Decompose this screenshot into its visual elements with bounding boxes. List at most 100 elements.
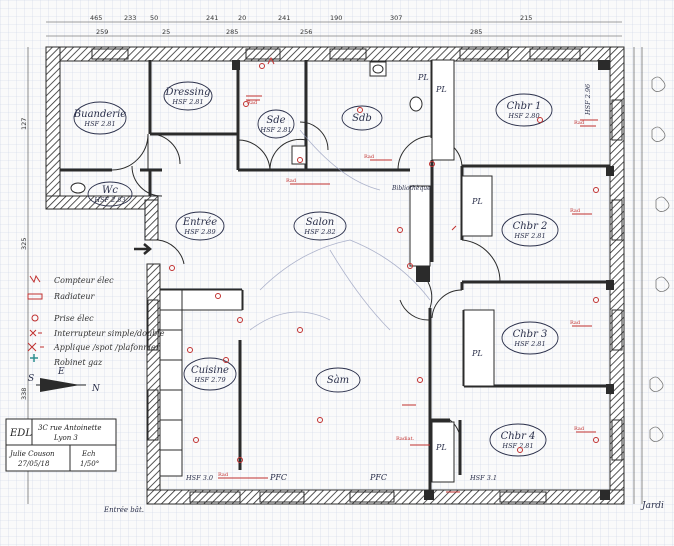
- dimension-value: 285: [226, 28, 238, 36]
- legend-item-robinet: Robinet gaz: [30, 354, 103, 367]
- exterior-walls: [45, 46, 625, 505]
- electrical-legend-red-notes: Rad Rad Rad Rad Rad Rad Rad Radiat. Rad: [218, 100, 585, 478]
- room-code: HSF 2.82: [303, 228, 335, 236]
- dimension-value: 307: [390, 14, 402, 22]
- legend-item-compteur: Compteur élec: [29, 274, 114, 285]
- compteur-icon: [29, 274, 41, 284]
- room-code: HSF 2.80: [507, 112, 539, 120]
- dimension-value: 256: [300, 28, 312, 36]
- prise-icon: [31, 314, 39, 322]
- legend-item-applique: Applique /spot /plafonnier: [27, 342, 161, 352]
- room-code: HSF 2.81: [83, 120, 115, 128]
- room-name: Sàm: [327, 375, 349, 386]
- room-code: HSF 2.89: [183, 228, 215, 236]
- room-code: HSF 2.79: [193, 376, 225, 384]
- svg-text:Compteur élec: Compteur élec: [54, 276, 114, 285]
- room-name: Cuisine: [191, 365, 229, 376]
- dimension-value: 259: [96, 28, 108, 36]
- pfc-label-1: PFC: [269, 473, 287, 482]
- dimension-value: 190: [330, 14, 342, 22]
- title-block: EDL 3C rue Antoinette Lyon 3 Julie Couso…: [5, 418, 117, 472]
- applique-icon: [27, 342, 44, 352]
- wc-toilet: [70, 182, 86, 194]
- entry-arrow-icon: [134, 243, 152, 255]
- room-name: Sde: [266, 115, 285, 126]
- bibliotheque-label: Bibliothèque: [391, 185, 431, 192]
- dimension-value: 285: [470, 28, 482, 36]
- room-code: HSF 2.81: [259, 126, 291, 134]
- room-label-sam: Sàm: [315, 367, 361, 393]
- svg-text:Rad: Rad: [574, 120, 585, 126]
- entree-bat-label: Entrée bât.: [103, 506, 144, 514]
- dimension-value: 241: [206, 14, 218, 22]
- room-name: Sdb: [352, 113, 372, 124]
- jardin-label: Jardi: [640, 501, 664, 511]
- radiateur-icon: [27, 293, 43, 300]
- kitchen-counter: [159, 289, 183, 477]
- compass-n: N: [91, 384, 101, 394]
- room-outline: [341, 105, 383, 131]
- svg-text:Radiateur: Radiateur: [53, 292, 96, 301]
- room-code: HSF 2.81: [513, 340, 545, 348]
- svg-text:Rad: Rad: [218, 472, 229, 478]
- svg-text:Applique /spot /plafonnier: Applique /spot /plafonnier: [53, 343, 161, 352]
- room-outline: [501, 321, 559, 355]
- legend-item-prise: Prise élec: [31, 314, 94, 323]
- room-name: Buanderie: [73, 109, 126, 120]
- legend-item-radiateur: Radiateur: [27, 292, 96, 301]
- electrical-markings: [169, 56, 599, 493]
- svg-text:Prise élec: Prise élec: [53, 314, 94, 323]
- sketch-lines: [249, 129, 431, 331]
- placard-chbr1: [431, 59, 455, 161]
- svg-text:Interrupteur simple/double: Interrupteur simple/double: [53, 329, 165, 338]
- room-label-sdb: Sdb: [341, 105, 383, 131]
- room-outline: [175, 211, 225, 241]
- svg-text:Rad: Rad: [574, 426, 585, 432]
- room-outline: [73, 101, 127, 135]
- room-name: Salon: [306, 217, 334, 228]
- svg-text:Radiat.: Radiat.: [396, 436, 415, 442]
- dimension-value: 325: [20, 238, 28, 250]
- room-outline: [183, 357, 237, 391]
- sdb-toilet: [409, 96, 423, 112]
- svg-text:Rad: Rad: [247, 100, 258, 106]
- dimension-value: 241: [278, 14, 290, 22]
- dimension-value: 233: [124, 14, 136, 22]
- title-scale-label: Ech: [81, 450, 96, 458]
- room-name: Chbr 2: [513, 221, 548, 232]
- pl-label-4: PL: [471, 349, 483, 358]
- room-outline: [489, 423, 547, 457]
- room-code: HSF 2.81: [501, 442, 533, 450]
- room-outline: [315, 367, 361, 393]
- title-address-1: 3C rue Antoinette: [38, 424, 102, 432]
- placard-chbr3: [463, 309, 495, 387]
- svg-text:Robinet gaz: Robinet gaz: [53, 358, 103, 367]
- svg-text:Rad: Rad: [570, 320, 581, 326]
- compass: S E N: [28, 367, 101, 394]
- misc-labels: PL PL PL PL PL PFC PFC HSF 3.0 HSF 3.1 H…: [103, 73, 664, 514]
- pl-label-5: PL: [435, 443, 447, 452]
- room-code: HSF 2.81: [513, 232, 545, 240]
- title-author: Julie Couson: [8, 450, 55, 458]
- garden-sketch: [649, 76, 670, 442]
- room-outline: [501, 213, 559, 247]
- title-edl: EDL: [9, 428, 32, 439]
- title-scale-value: 1/50°: [80, 460, 99, 468]
- room-name: Wc: [102, 185, 118, 196]
- sink-sde: [291, 145, 307, 165]
- dimension-value: 338: [20, 388, 28, 400]
- placard-chbr4: [431, 421, 455, 483]
- hsf-left-label: HSF 3.0: [185, 474, 213, 482]
- room-outline: [293, 211, 347, 241]
- bookshelf: [409, 185, 431, 267]
- interrupteur-icon: [29, 329, 42, 337]
